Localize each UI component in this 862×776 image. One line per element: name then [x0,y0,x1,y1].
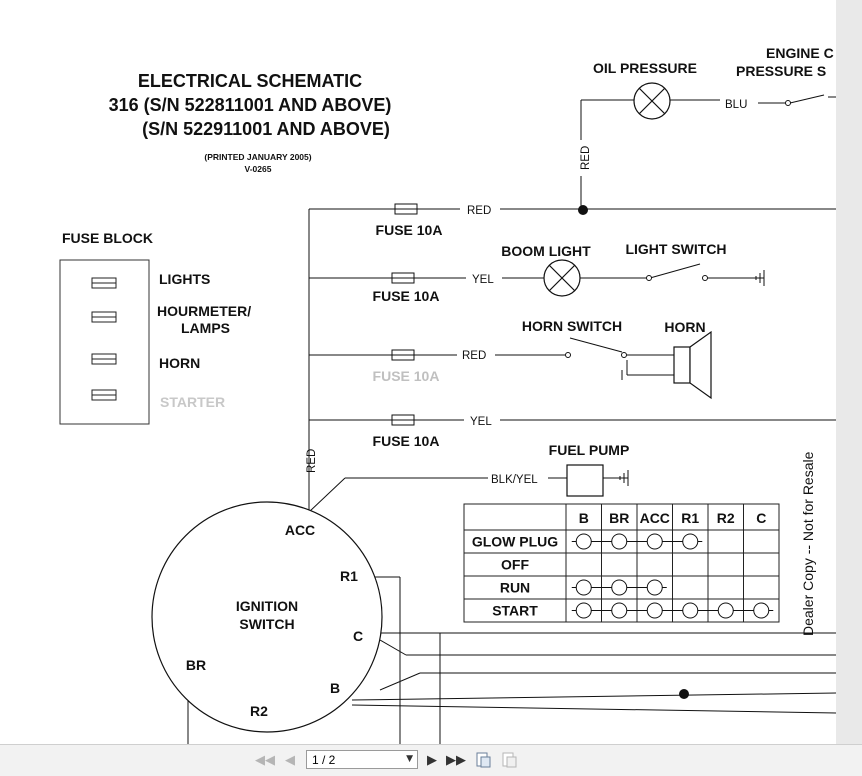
wire-label-yel: YEL [470,416,492,428]
table-row-label: START [492,603,538,619]
oil-pressure-label: OIL PRESSURE [593,60,697,76]
junction-dot [578,205,588,215]
connection-dot [611,533,628,550]
fuse-label-lamps: LAMPS [181,320,230,336]
boom-light-label: BOOM LIGHT [501,243,591,259]
table-row-label: GLOW PLUG [472,534,558,550]
page-gutter [836,0,862,744]
terminal-c: C [353,628,363,644]
pdf-toolbar: ◀◀ ◀ 1 / 2 ▼ ▶ ▶▶ [0,744,862,776]
schematic-diagram: ELECTRICAL SCHEMATIC 316 (S/N 522811001 … [59,45,836,744]
title-line-2: 316 (S/N 522811001 AND ABOVE) [109,95,392,115]
printed-date: (PRINTED JANUARY 2005) [204,152,311,162]
dealer-watermark: Dealer Copy -- Not for Resale [800,451,816,636]
wire-label-blk-yel: BLK/YEL [491,474,538,486]
connection-dot [575,579,592,596]
fuse-block-fuse [91,277,117,401]
fuse-label-horn: HORN [159,355,200,371]
chevron-down-icon: ▼ [406,754,413,764]
wire-label-red-vertical: RED [580,146,592,170]
connection-dot [575,602,592,619]
wire-label-red-vertical: RED [306,449,318,473]
table-row-label: RUN [500,580,530,596]
fit-width-icon[interactable] [500,751,518,769]
engine-pressure-label: ENGINE C [766,45,834,61]
page-selector[interactable]: 1 / 2 ▼ [306,750,418,769]
horn-label: HORN [664,319,705,335]
terminal-r1: R1 [340,568,358,584]
fuse-rating-3: FUSE 10A [373,368,440,384]
previous-page-icon[interactable]: ◀ [285,752,295,768]
fuse-symbol [391,203,418,426]
table-column-header: ACC [640,510,670,526]
connection-dot [575,533,592,550]
title-line-1: ELECTRICAL SCHEMATIC [138,71,362,91]
junction-dot [679,689,689,699]
table-column-header: BR [609,510,629,526]
fuel-pump-symbol [566,464,604,497]
terminal-b: B [330,680,340,696]
document-code: V-0265 [245,164,272,174]
connection-dot [753,602,770,619]
table-column-header: R2 [717,510,735,526]
fuse-label-hourmeter: HOURMETER/ [157,303,251,319]
ignition-switch-label: SWITCH [239,616,294,632]
fuse-block-box [59,259,150,425]
last-page-icon[interactable]: ▶▶ [446,752,466,768]
lamp-symbol [543,82,671,297]
switch-position-table: B BR ACC R1 R2 C GLOW PLUG OFF RUN START [463,503,780,623]
fit-page-icon[interactable] [474,751,492,769]
switch-contact [565,100,791,358]
connection-dot [646,602,663,619]
next-page-icon[interactable]: ▶ [427,752,437,768]
engine-pressure-label: PRESSURE S [736,63,826,79]
table-row-label: OFF [501,557,529,573]
connection-dot [682,602,699,619]
connection-dot [611,602,628,619]
table-column-header: R1 [681,510,699,526]
terminal-r2: R2 [250,703,268,719]
ignition-switch-label: IGNITION [236,598,298,614]
wire-label-red: RED [462,350,486,362]
first-page-icon[interactable]: ◀◀ [255,752,275,768]
wiring [187,94,836,744]
light-switch-label: LIGHT SWITCH [625,241,726,257]
fuel-pump-label: FUEL PUMP [549,442,630,458]
table-column-header: B [579,510,589,526]
fuse-label-lights: LIGHTS [159,271,210,287]
connection-dot [646,533,663,550]
horn-icon [673,330,712,400]
wire-label-blu: BLU [725,99,747,111]
horn-switch-label: HORN SWITCH [522,318,622,334]
connection-dot [682,533,699,550]
fuse-rating-2: FUSE 10A [373,288,440,304]
document-page: ELECTRICAL SCHEMATIC 316 (S/N 522811001 … [0,0,837,744]
title-line-3: (S/N 522911001 AND ABOVE) [142,119,390,139]
terminal-acc: ACC [285,522,315,538]
fuse-rating-4: FUSE 10A [373,433,440,449]
fuse-rating-1: FUSE 10A [376,222,443,238]
connection-dot [646,579,663,596]
fuse-label-starter: STARTER [160,394,225,410]
ignition-switch-symbol [151,501,383,733]
fuse-block-title: FUSE BLOCK [62,230,153,246]
connection-dot [611,579,628,596]
terminal-br: BR [186,657,206,673]
wire-label-red: RED [467,205,491,217]
wire-label-yel: YEL [472,274,494,286]
table-column-header: C [756,510,766,526]
connection-dot [717,602,734,619]
page-indicator: 1 / 2 [312,752,336,767]
